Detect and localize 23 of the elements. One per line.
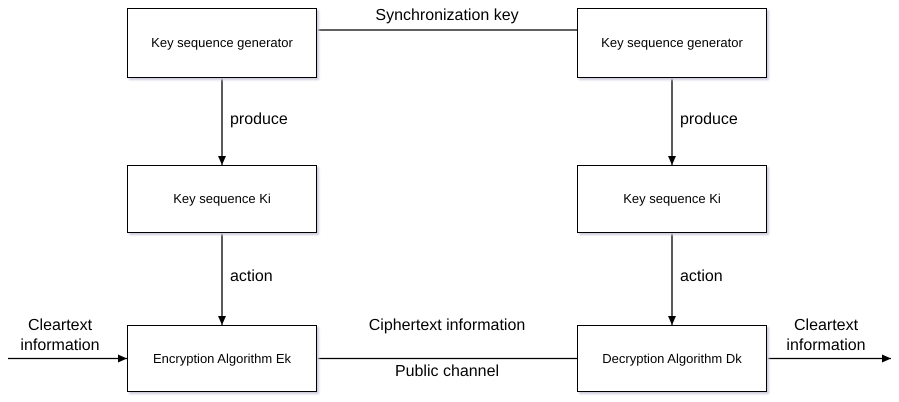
channel-label: Public channel (394, 362, 500, 382)
edge-label: action (680, 267, 724, 287)
connector-line (317, 358, 577, 360)
edge-label: Cleartext information (785, 316, 867, 356)
arrow (8, 354, 127, 362)
edge-label: action (230, 267, 274, 287)
arrow (218, 233, 226, 325)
arrow (668, 78, 676, 165)
arrow (668, 233, 676, 325)
edge-label: Cleartext information (19, 316, 101, 356)
process-box: Key sequence generator (577, 8, 767, 78)
edge-label: produce (230, 110, 289, 130)
process-box: Decryption Algorithm Dk (577, 325, 767, 392)
process-box: Key sequence Ki (577, 165, 767, 233)
process-box: Key sequence Ki (127, 165, 317, 233)
edge-label: Ciphertext information (368, 316, 526, 336)
arrow (218, 78, 226, 165)
arrow (767, 354, 891, 362)
process-box: Encryption Algorithm Ek (127, 325, 317, 392)
edge-label: Synchronization key (374, 6, 520, 26)
connector-line (317, 29, 577, 31)
edge-label: produce (680, 110, 739, 130)
process-box: Key sequence generator (127, 8, 317, 78)
